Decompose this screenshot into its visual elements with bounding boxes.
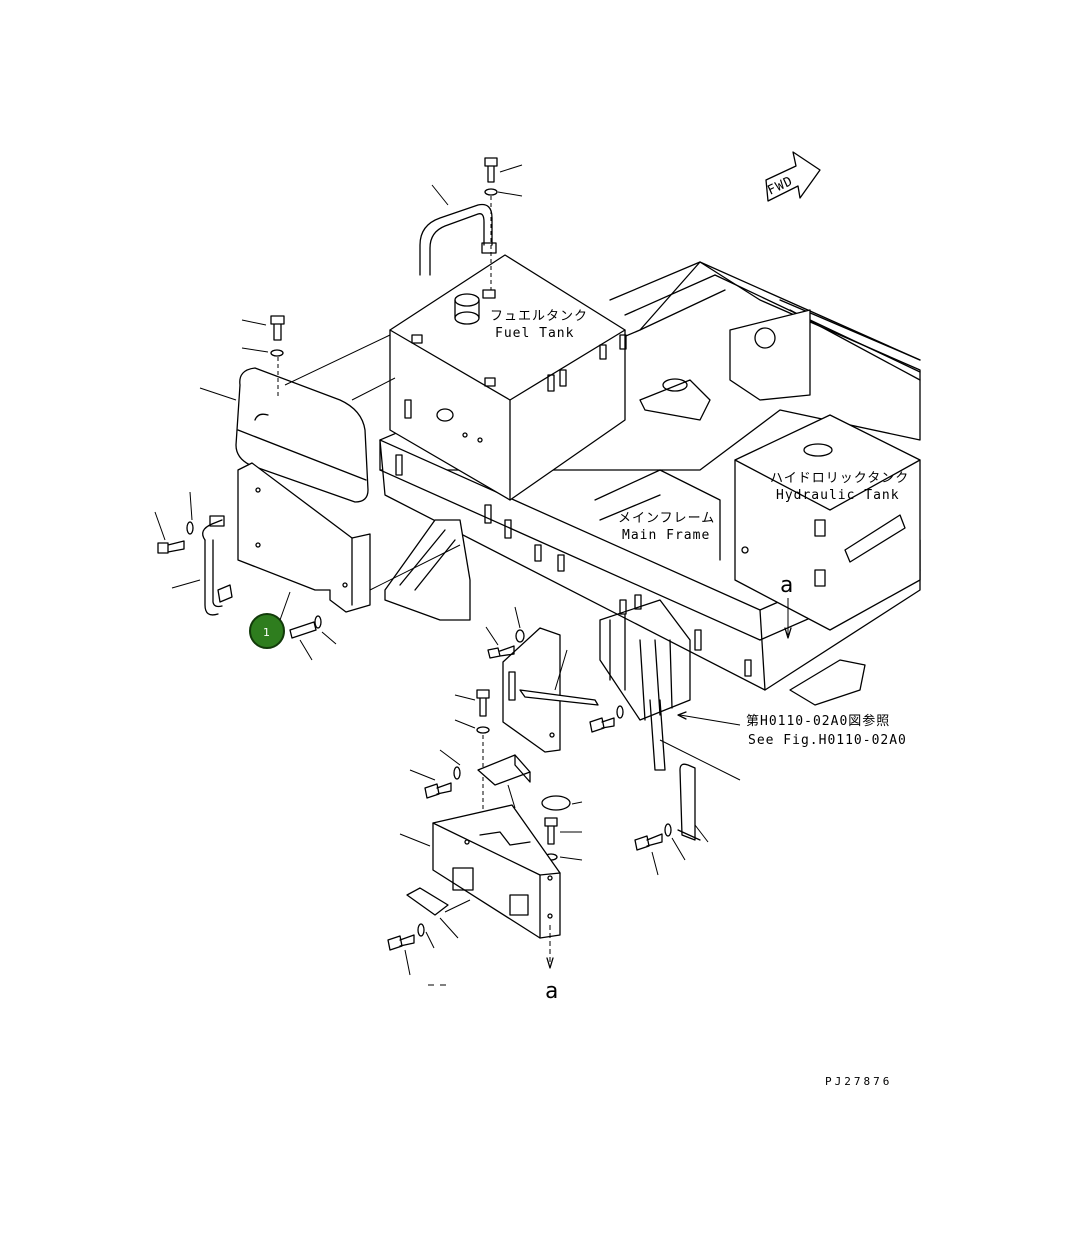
bolt-stack-right bbox=[544, 817, 583, 861]
fwd-arrow-icon: FWD bbox=[765, 151, 821, 202]
side-cover-right bbox=[634, 763, 709, 876]
reference-a-top: a bbox=[780, 573, 793, 598]
step-box bbox=[399, 804, 561, 939]
side-plate bbox=[237, 462, 461, 613]
fuel-tank: フュエルタンク Fuel Tank bbox=[389, 254, 627, 501]
fuel-tank-label-jp: フュエルタンク bbox=[490, 309, 588, 324]
hydraulic-tank: ハイドロリックタンク Hydraulic Tank bbox=[734, 414, 921, 631]
step-handle bbox=[154, 491, 233, 616]
small-bolt-stack bbox=[409, 689, 531, 825]
small-plate bbox=[406, 887, 471, 939]
hydraulic-tank-label-en: Hydraulic Tank bbox=[776, 488, 900, 503]
reference-a-bottom: a bbox=[545, 979, 558, 1004]
callout-number: 1 bbox=[263, 626, 270, 639]
fuel-tank-label-en: Fuel Tank bbox=[495, 326, 574, 341]
reference-arrow-bottom: a bbox=[545, 925, 558, 1004]
step-bracket: 第H0110-02A0図参照 See Fig.H0110-02A0 bbox=[589, 599, 907, 781]
main-frame-label-jp: メインフレーム bbox=[618, 511, 715, 526]
cap-disk bbox=[541, 795, 571, 811]
hydraulic-tank-label-jp: ハイドロリックタンク bbox=[770, 471, 909, 486]
callout-marker-1[interactable]: 1 bbox=[249, 613, 285, 649]
see-figure-en: See Fig.H0110-02A0 bbox=[748, 733, 907, 748]
drawing-code: PJ27876 bbox=[825, 1075, 892, 1088]
reference-arrow-top: a bbox=[780, 573, 793, 639]
bolt-washer-bottom bbox=[387, 923, 446, 986]
main-frame-label-en: Main Frame bbox=[622, 528, 710, 543]
left-cover bbox=[199, 315, 396, 503]
bracket-plate bbox=[485, 606, 599, 753]
handrail-top bbox=[419, 157, 523, 299]
bolt-washer-1 bbox=[289, 615, 337, 661]
see-figure-jp: 第H0110-02A0図参照 bbox=[746, 713, 890, 729]
